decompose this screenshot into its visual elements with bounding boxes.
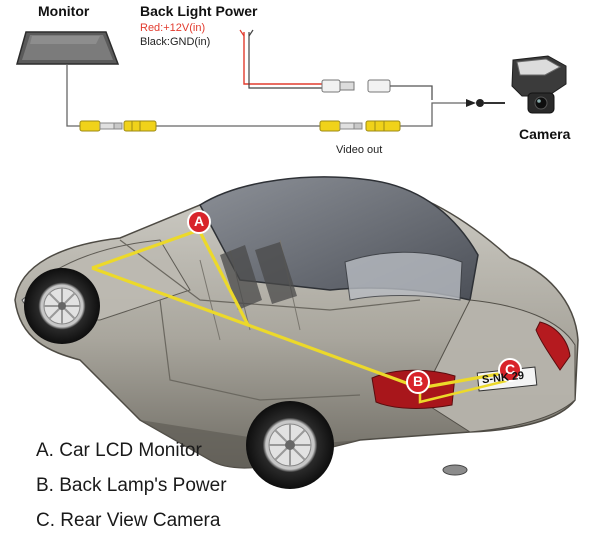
rca-connector-monitor xyxy=(79,120,157,132)
marker-a-letter: A xyxy=(193,213,205,229)
red-wire-label: Red:+12V(in) xyxy=(140,22,206,34)
camera-label: Camera xyxy=(519,126,571,142)
camera-icon xyxy=(511,55,567,114)
wiring-diagram xyxy=(16,29,567,132)
legend-item-a: A. Car LCD Monitor xyxy=(36,440,202,461)
monitor-icon xyxy=(16,31,120,65)
video-out-label: Video out xyxy=(336,144,383,156)
power-label: Back Light Power xyxy=(140,3,258,19)
black-wire-label: Black:GND(in) xyxy=(140,36,211,48)
legend-item-b: B. Back Lamp's Power xyxy=(36,475,227,496)
marker-c xyxy=(498,358,522,382)
marker-b xyxy=(406,370,430,394)
cable-junction-icon xyxy=(466,99,505,107)
marker-c-letter: C xyxy=(504,361,516,377)
rca-connector-camera xyxy=(319,120,401,132)
legend-item-c: C. Rear View Camera xyxy=(36,510,221,531)
power-wires xyxy=(239,29,433,100)
monitor-label: Monitor xyxy=(38,3,90,19)
marker-b-letter: B xyxy=(412,373,424,389)
front-wheel xyxy=(24,268,100,344)
monitor-cable xyxy=(66,64,470,127)
car-body xyxy=(14,176,579,476)
rear-wheel xyxy=(246,401,334,489)
marker-a xyxy=(187,210,211,234)
